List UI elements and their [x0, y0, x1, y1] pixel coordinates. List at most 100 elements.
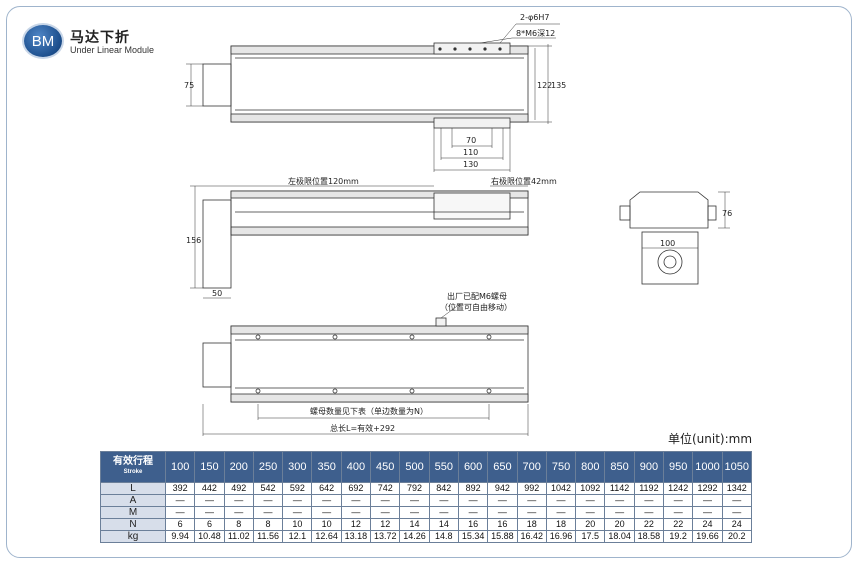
table-cell: 18 — [516, 518, 547, 531]
table-cell: — — [721, 506, 752, 519]
stroke-value-cell: 700 — [516, 451, 547, 483]
row-label-cell: kg — [100, 530, 166, 543]
row-label-cell: M — [100, 506, 166, 519]
stroke-value-cell: 650 — [487, 451, 518, 483]
table-cell: — — [399, 506, 430, 519]
stroke-value-cell: 800 — [575, 451, 606, 483]
table-cell: 942 — [487, 482, 518, 495]
page-frame — [6, 6, 852, 558]
table-cell: 24 — [721, 518, 752, 531]
table-cell: 16 — [487, 518, 518, 531]
table-cell: 1042 — [545, 482, 577, 495]
table-cell: 392 — [164, 482, 196, 495]
row-label-cell: L — [100, 482, 166, 495]
stroke-value-cell: 850 — [604, 451, 635, 483]
table-cell: — — [399, 494, 430, 507]
table-cell: 1192 — [633, 482, 665, 495]
table-cell: — — [633, 494, 665, 507]
table-cell: — — [457, 506, 489, 519]
dim-top-135: 135 — [551, 81, 567, 90]
stroke-value-cell: 750 — [545, 451, 577, 483]
stroke-value-cell: 200 — [223, 451, 254, 483]
table-cell: 14.26 — [399, 530, 430, 543]
table-cell: — — [604, 494, 635, 507]
logo-text: BM — [31, 32, 55, 50]
table-cell: 19.66 — [692, 530, 723, 543]
table-cell: — — [457, 494, 489, 507]
table-cell: — — [516, 494, 547, 507]
table-cell: 992 — [516, 482, 547, 495]
table-cell: — — [252, 494, 284, 507]
page-title: 马达下折 — [70, 30, 130, 46]
stroke-value-cell: 300 — [282, 451, 313, 483]
table-cell: 542 — [252, 482, 284, 495]
table-cell: 13.72 — [370, 530, 401, 543]
table-cell: 8 — [252, 518, 284, 531]
nut-note-line1: 出厂已配M6螺母 — [447, 292, 507, 301]
right-limit-label: 右极限位置42mm — [491, 177, 557, 186]
stroke-value-cell: 550 — [428, 451, 459, 483]
dim-top-75: 75 — [184, 81, 195, 90]
stroke-value-cell: 600 — [457, 451, 489, 483]
table-cell: 6 — [194, 518, 225, 531]
table-cell: — — [282, 506, 313, 519]
table-cell: 10 — [311, 518, 342, 531]
table-cell: — — [164, 494, 196, 507]
table-cell: 592 — [282, 482, 313, 495]
table-cell: 18.58 — [633, 530, 665, 543]
brand-logo: BM — [24, 25, 62, 57]
table-cell: — — [575, 494, 606, 507]
table-cell: — — [663, 494, 694, 507]
stroke-value-cell: 100 — [164, 451, 196, 483]
dim-end-76: 76 — [722, 209, 733, 218]
table-cell: — — [194, 506, 225, 519]
table-cell: 20 — [575, 518, 606, 531]
row-label-cell: N — [100, 518, 166, 531]
table-cell: 11.56 — [252, 530, 284, 543]
table-cell: 16.42 — [516, 530, 547, 543]
dim-front-156: 156 — [186, 236, 202, 245]
dim-top-70: 70 — [466, 136, 477, 145]
stroke-value-cell: 500 — [399, 451, 430, 483]
table-cell: 10.48 — [194, 530, 225, 543]
table-cell: 492 — [223, 482, 254, 495]
stroke-value-cell: 950 — [663, 451, 694, 483]
table-cell: 16.96 — [545, 530, 577, 543]
table-cell: — — [487, 506, 518, 519]
dim-top-110: 110 — [463, 148, 479, 157]
table-cell: 742 — [370, 482, 401, 495]
table-cell: — — [545, 506, 577, 519]
table-cell: 892 — [457, 482, 489, 495]
end-view-drawing — [619, 191, 730, 285]
table-cell: 16 — [457, 518, 489, 531]
table-row: A———————————————————— — [100, 494, 752, 507]
table-cell: — — [194, 494, 225, 507]
table-cell: — — [223, 506, 254, 519]
table-cell: 19.2 — [663, 530, 694, 543]
nut-count-note: 螺母数量见下表（单边数量为N） — [310, 407, 428, 416]
table-cell: 1342 — [721, 482, 752, 495]
table-cell: 8 — [223, 518, 254, 531]
stroke-value-cell: 450 — [370, 451, 401, 483]
dim-end-100: 100 — [660, 239, 676, 248]
table-cell: 14 — [428, 518, 459, 531]
table-cell: 13.18 — [340, 530, 372, 543]
table-cell: 24 — [692, 518, 723, 531]
stroke-value-cell: 150 — [194, 451, 225, 483]
table-cell: 20.2 — [721, 530, 752, 543]
table-cell: 18.04 — [604, 530, 635, 543]
table-cell: — — [721, 494, 752, 507]
table-cell: 10 — [282, 518, 313, 531]
table-cell: — — [164, 506, 196, 519]
table-cell: — — [428, 494, 459, 507]
table-cell: 442 — [194, 482, 225, 495]
table-cell: — — [311, 494, 342, 507]
table-cell: — — [692, 494, 723, 507]
table-cell: 6 — [164, 518, 196, 531]
table-cell: 692 — [340, 482, 372, 495]
